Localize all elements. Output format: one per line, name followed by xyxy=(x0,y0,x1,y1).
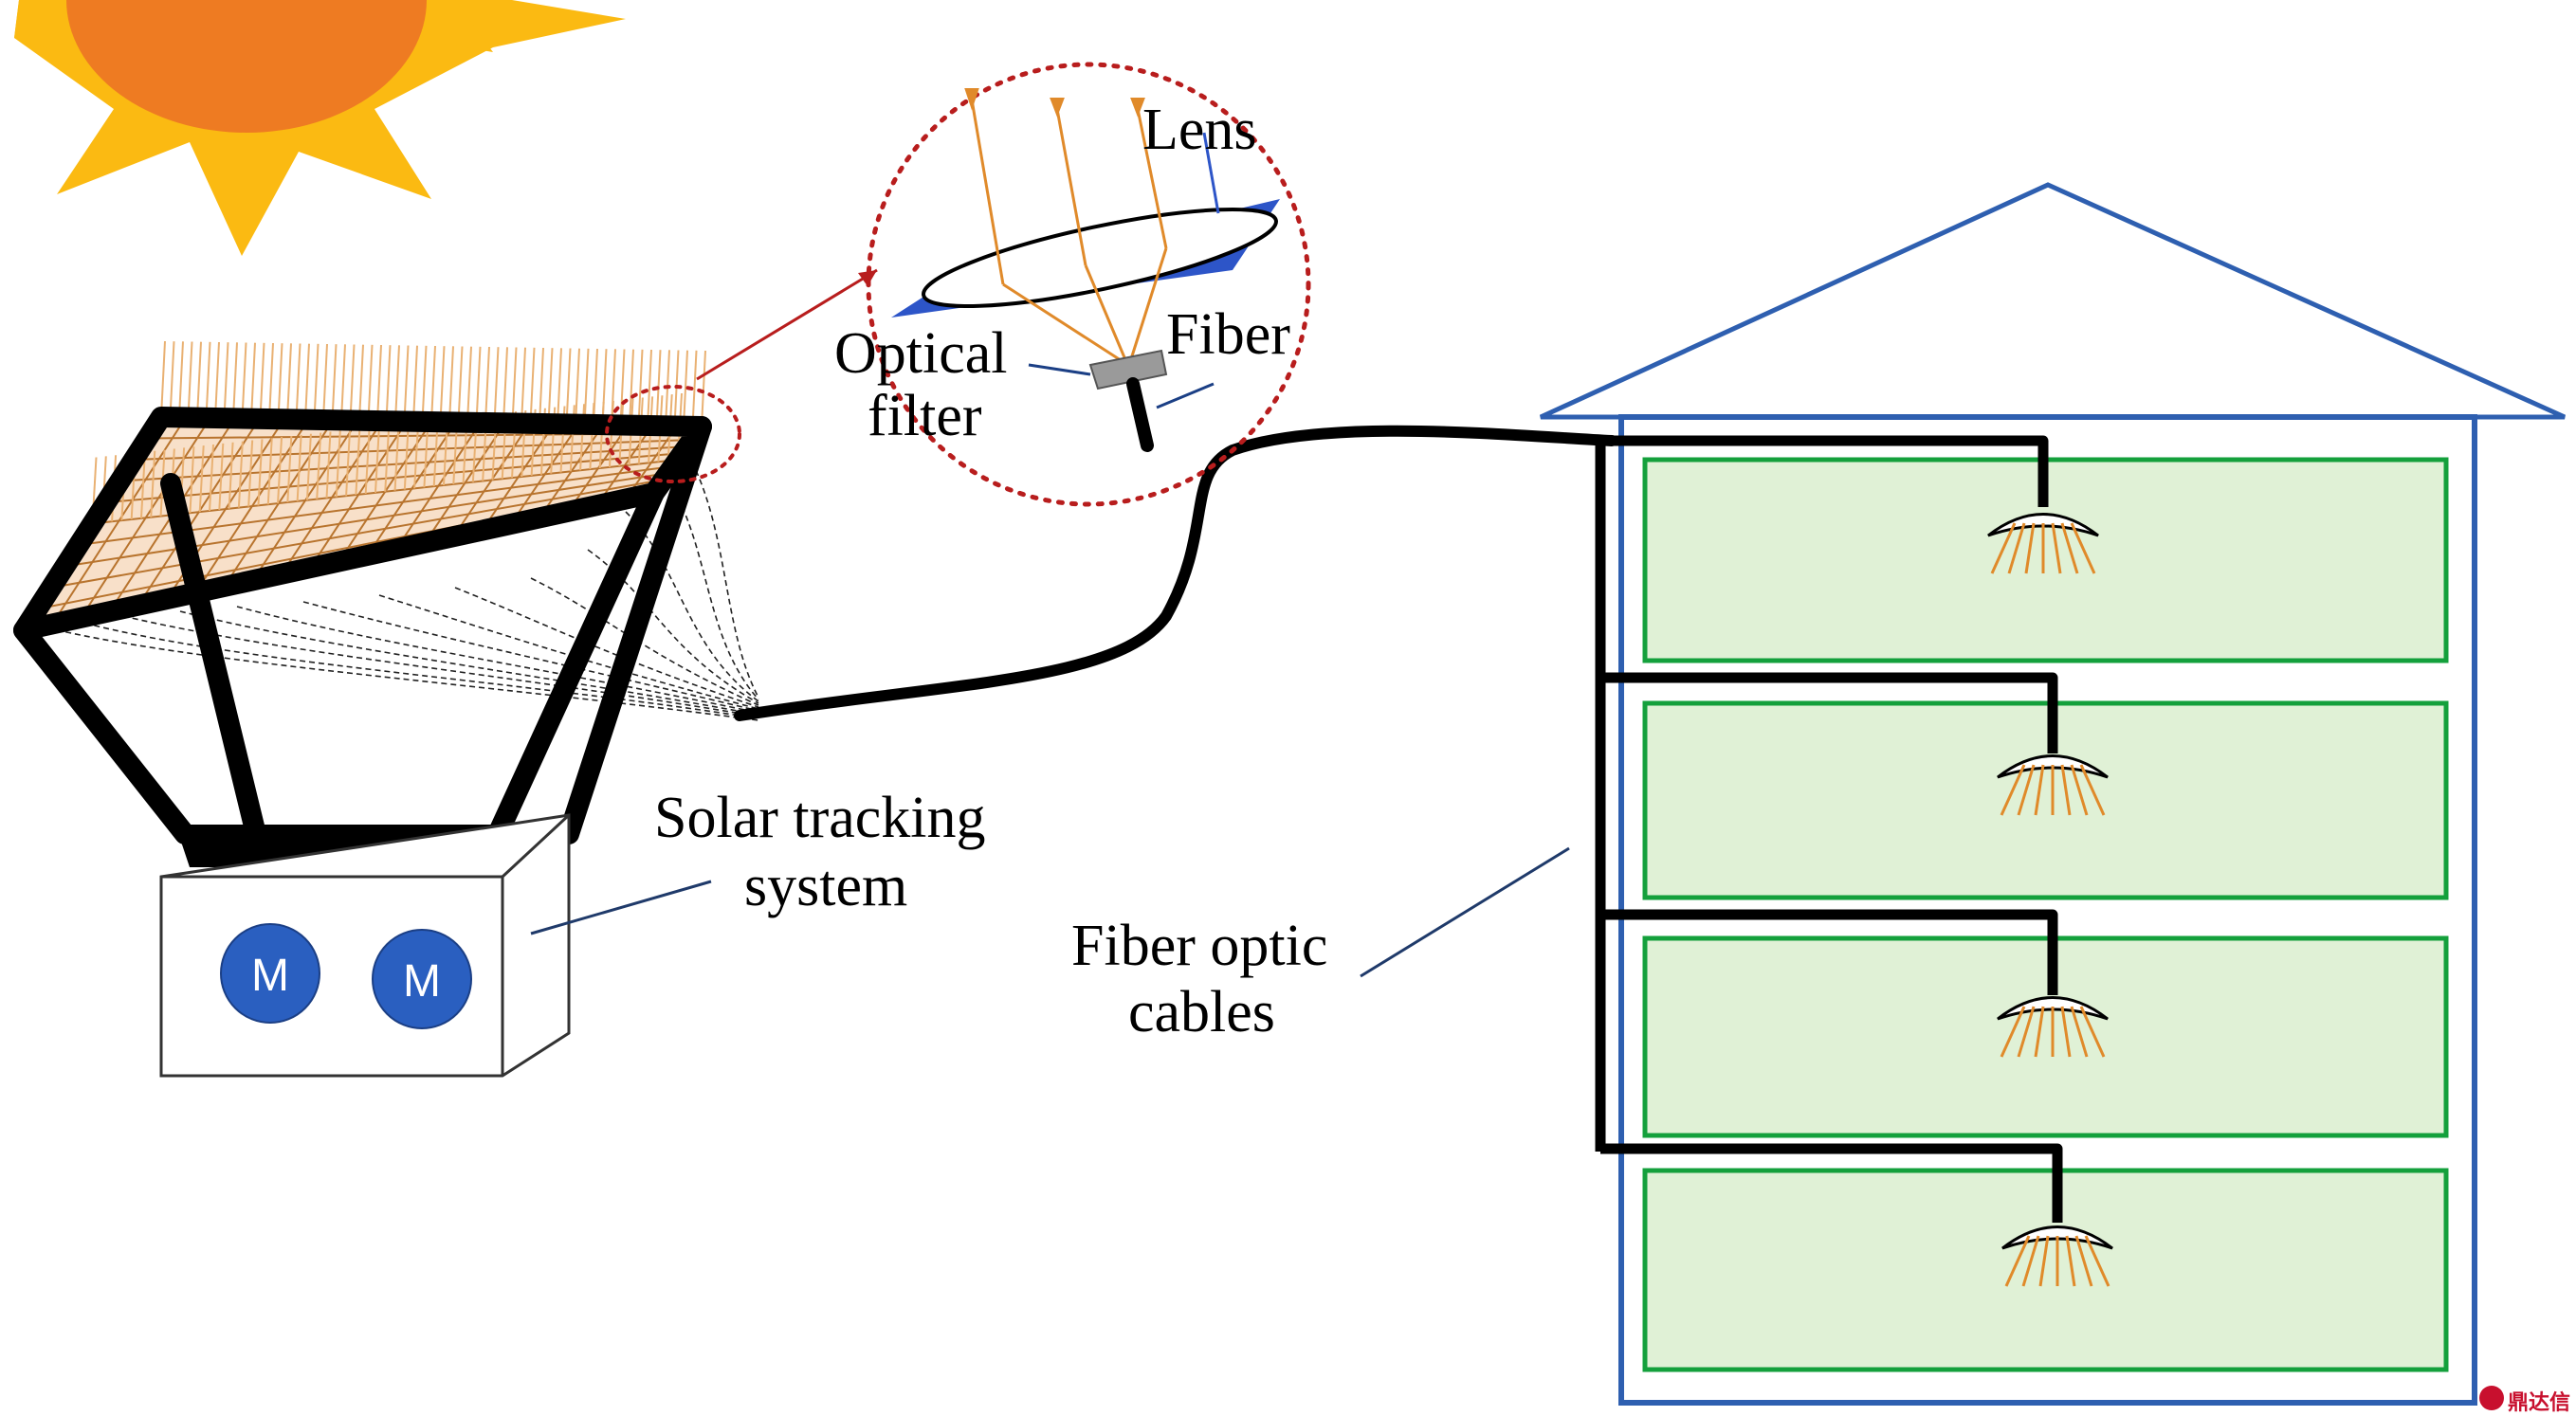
label-filter: filter xyxy=(868,384,982,448)
sun-icon xyxy=(14,0,626,256)
label-cables: cables xyxy=(1128,980,1275,1044)
lens-detail xyxy=(891,88,1280,452)
ceiling-lamp-icon xyxy=(2001,1225,2113,1287)
motor-left: M xyxy=(220,923,320,1024)
lens-icon xyxy=(922,207,1278,309)
zoom-callout xyxy=(605,62,1311,507)
room-3 xyxy=(1642,935,2449,1138)
optical-filter-block xyxy=(1088,349,1168,390)
house-roof xyxy=(1539,182,2567,420)
label-fiber-optic: Fiber optic xyxy=(1071,914,1328,978)
label-solar-system: system xyxy=(744,854,908,918)
label-solar-tracking: Solar tracking xyxy=(654,786,986,850)
watermark-logo xyxy=(2479,1386,2504,1410)
label-fiber: Fiber xyxy=(1166,302,1290,367)
luminaires xyxy=(1987,513,2113,1287)
room-4 xyxy=(1642,1168,2449,1372)
motor-right: M xyxy=(372,929,472,1029)
distribution-cables xyxy=(1595,435,2063,1223)
ceiling-lamp-icon xyxy=(1987,513,2099,574)
leader-solar-tracking xyxy=(530,880,712,935)
watermark-text: 鼎达信 xyxy=(2508,1391,2571,1415)
label-lens: Lens xyxy=(1142,98,1257,162)
room-2 xyxy=(1642,700,2449,900)
svg-text:M: M xyxy=(403,956,441,1007)
leader-fiber-optic xyxy=(1360,846,1570,978)
ceiling-lamp-icon xyxy=(1997,754,2109,816)
svg-text:M: M xyxy=(251,951,289,1001)
ceiling-lamp-icon xyxy=(1997,996,2109,1058)
fiber-stub xyxy=(1126,377,1154,452)
label-optical: Optical xyxy=(834,321,1008,386)
main-fiber-cable xyxy=(734,425,1617,721)
tracker-frame xyxy=(13,407,712,844)
